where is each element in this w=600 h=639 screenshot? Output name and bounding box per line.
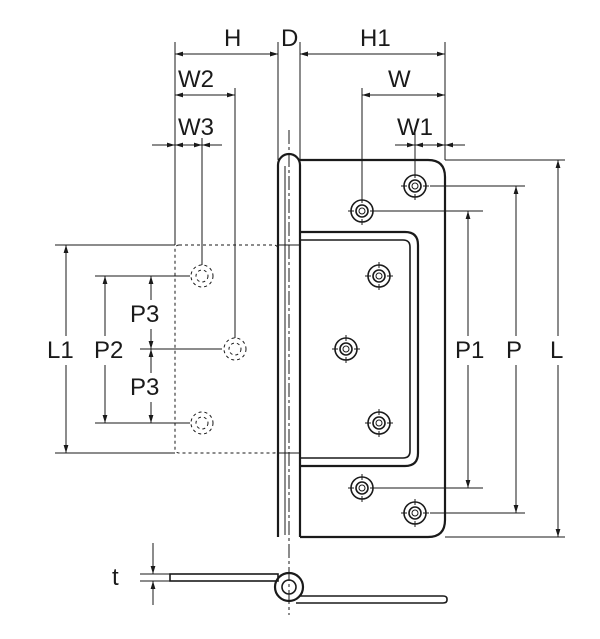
right-leaf-outline bbox=[300, 158, 447, 539]
label-P2-knockout bbox=[92, 336, 126, 365]
label-P3-top-knockout bbox=[128, 300, 162, 329]
label-P: P bbox=[506, 337, 522, 364]
label-H: H bbox=[224, 25, 241, 52]
label-t: t bbox=[112, 564, 119, 591]
label-L1: L1 bbox=[47, 337, 74, 364]
label-P1-knockout bbox=[453, 336, 487, 365]
label-P3-bottom-knockout bbox=[128, 373, 162, 402]
label-P1: P1 bbox=[455, 337, 484, 364]
screw-hole bbox=[334, 337, 358, 361]
hole-crosshairs bbox=[332, 172, 429, 527]
label-W1: W1 bbox=[397, 114, 433, 141]
left-leaf-hidden-outline bbox=[174, 244, 279, 454]
label-P3-bottom: P3 bbox=[130, 374, 159, 401]
extension-lines bbox=[55, 42, 565, 582]
label-P3-top: P3 bbox=[130, 301, 159, 328]
hidden-screw-hole bbox=[223, 337, 247, 361]
label-D: D bbox=[281, 25, 298, 52]
leaf-cutout-inner bbox=[300, 239, 411, 459]
label-L1-knockout bbox=[45, 336, 76, 365]
leaf-cutout bbox=[300, 230, 420, 468]
screw-hole bbox=[367, 411, 391, 435]
label-P2: P2 bbox=[94, 337, 123, 364]
label-W3: W3 bbox=[178, 114, 214, 141]
label-H1: H1 bbox=[360, 25, 391, 52]
screw-hole bbox=[403, 501, 427, 525]
label-L: L bbox=[550, 337, 563, 364]
label-W2: W2 bbox=[178, 66, 214, 93]
screw-hole bbox=[350, 476, 374, 500]
hinge-side-view bbox=[169, 571, 448, 604]
screw-hole bbox=[403, 174, 427, 198]
label-W: W bbox=[388, 66, 411, 93]
hidden-screw-hole bbox=[190, 264, 214, 288]
label-P-knockout bbox=[504, 336, 525, 365]
screw-hole bbox=[367, 264, 391, 288]
screw-hole bbox=[350, 199, 374, 223]
hidden-screw-hole bbox=[190, 411, 214, 435]
label-L-knockout bbox=[548, 336, 566, 365]
